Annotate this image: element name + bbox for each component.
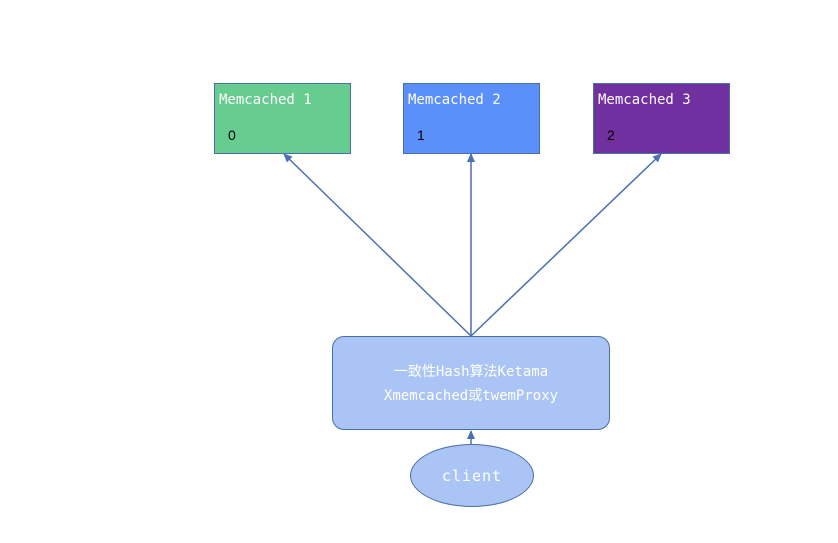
memcached-node-2-title: Memcached 2 [408, 92, 501, 108]
memcached-node-1-index: 0 [228, 127, 236, 143]
memcached-node-2: Memcached 2 1 [403, 83, 540, 154]
memcached-node-3: Memcached 3 2 [593, 83, 730, 154]
memcached-node-1-title: Memcached 1 [219, 92, 312, 108]
hash-proxy-line-2: Xmemcached或twemProxy [383, 388, 559, 404]
hash-proxy-line-1: 一致性Hash算法Ketama [393, 364, 549, 380]
client-node: client [410, 444, 534, 507]
memcached-node-1: Memcached 1 0 [214, 83, 351, 154]
memcached-node-2-index: 1 [417, 127, 425, 143]
hash-proxy-node: 一致性Hash算法Ketama Xmemcached或twemProxy [332, 336, 610, 430]
memcached-node-3-title: Memcached 3 [598, 92, 691, 108]
memcached-node-3-index: 2 [607, 127, 615, 143]
client-label: client [441, 466, 503, 485]
edge-proxy-to-server-3 [470, 153, 662, 337]
edge-proxy-to-server-1 [283, 153, 472, 337]
